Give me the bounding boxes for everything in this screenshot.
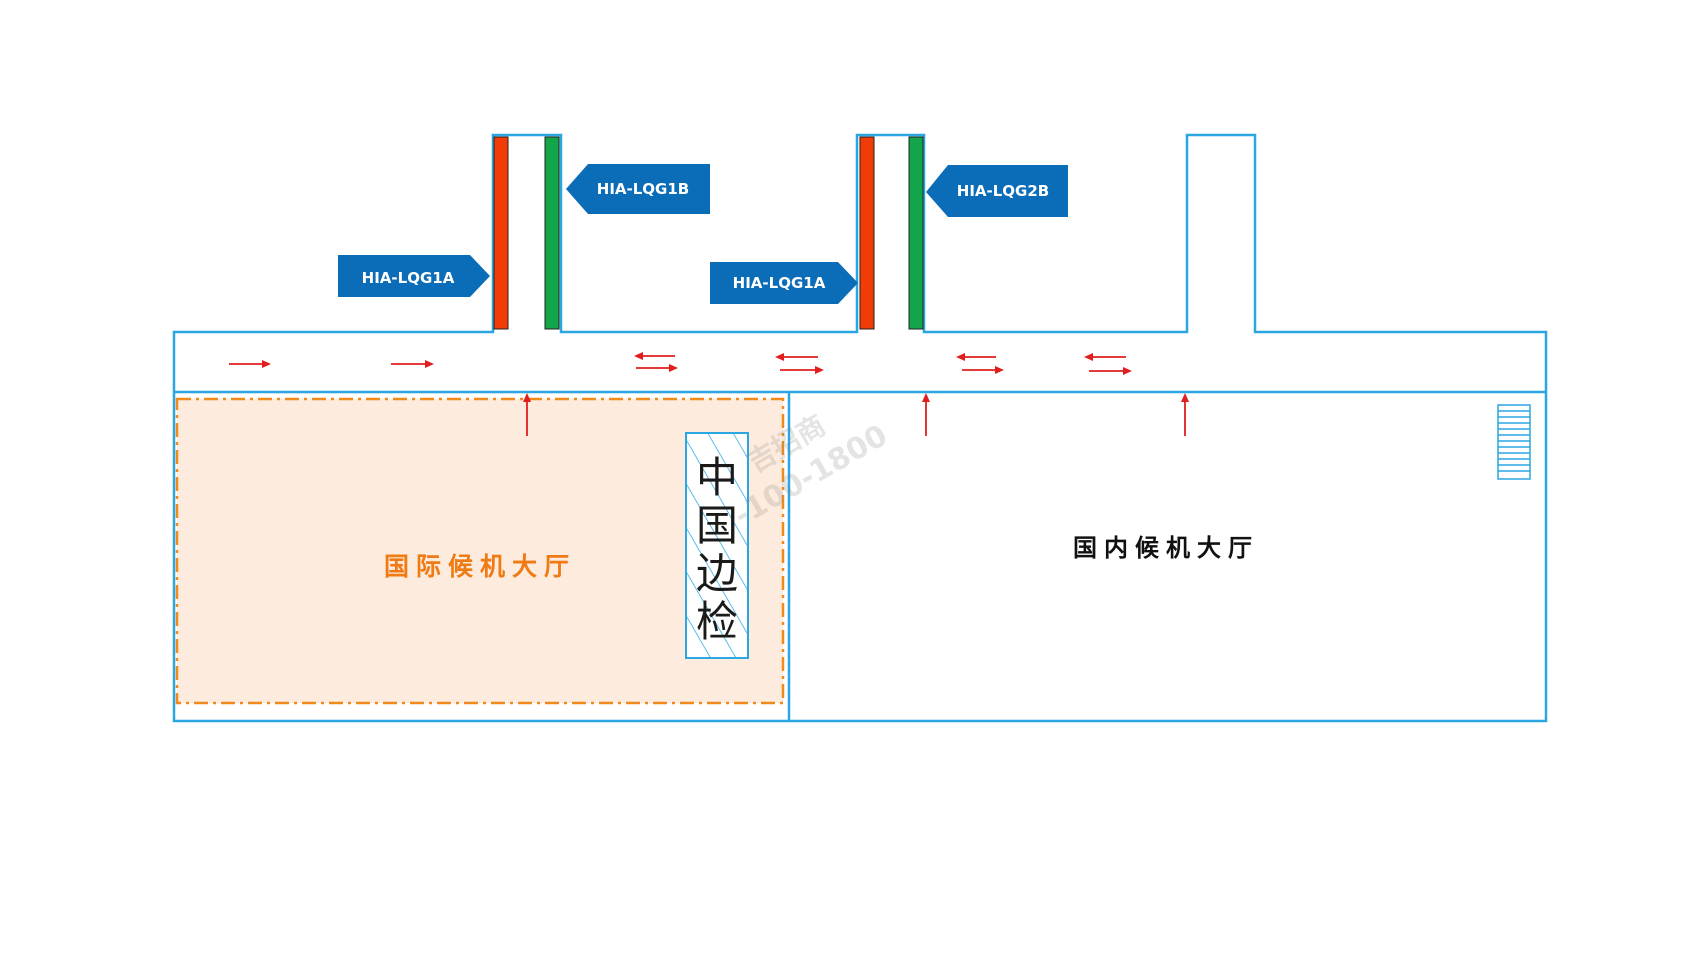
stairs-icon: [1497, 404, 1531, 480]
domestic-hall-label: 国内候机大厅: [1073, 534, 1259, 562]
door-red-2: [859, 136, 875, 330]
flow-arrow-right-2: [391, 360, 434, 368]
border-check-char-3: 边: [696, 549, 738, 598]
border-check-hatch: [687, 434, 747, 657]
flow-arrows-bidirectional-1: [634, 352, 678, 372]
door-green-1: [544, 136, 560, 330]
border-check-char-1: 中: [696, 453, 738, 502]
international-hall-label: 国际候机大厅: [384, 552, 576, 581]
gate-1a-right-label: HIA-LQG1A: [733, 274, 826, 292]
gate-2b-label: HIA-LQG2B: [957, 182, 1049, 200]
border-check-char-4: 检: [696, 597, 738, 646]
tag-gate-1a-right: [710, 262, 858, 304]
tag-gate-2b: [926, 165, 1068, 217]
flow-arrows-bidirectional-2: [775, 353, 824, 374]
flow-arrow-up-3: [1181, 393, 1189, 436]
tag-gate-1a-left: [338, 255, 490, 297]
international-hall-area: [175, 397, 785, 705]
flow-arrow-up-2: [922, 393, 930, 436]
door-green-2: [908, 136, 924, 330]
border-check-char-2: 国: [696, 501, 738, 550]
tag-gate-1b: [566, 164, 710, 214]
gate-1a-left-label: HIA-LQG1A: [362, 269, 455, 287]
flow-arrow-up-1: [523, 393, 531, 436]
building-outline: [172, 133, 1548, 723]
door-red-1: [493, 136, 509, 330]
flow-arrows-bidirectional-3: [956, 353, 1004, 374]
flow-arrow-right-1: [229, 360, 271, 368]
flow-arrows-bidirectional-4: [1084, 353, 1132, 375]
gate-1b-label: HIA-LQG1B: [597, 180, 689, 198]
